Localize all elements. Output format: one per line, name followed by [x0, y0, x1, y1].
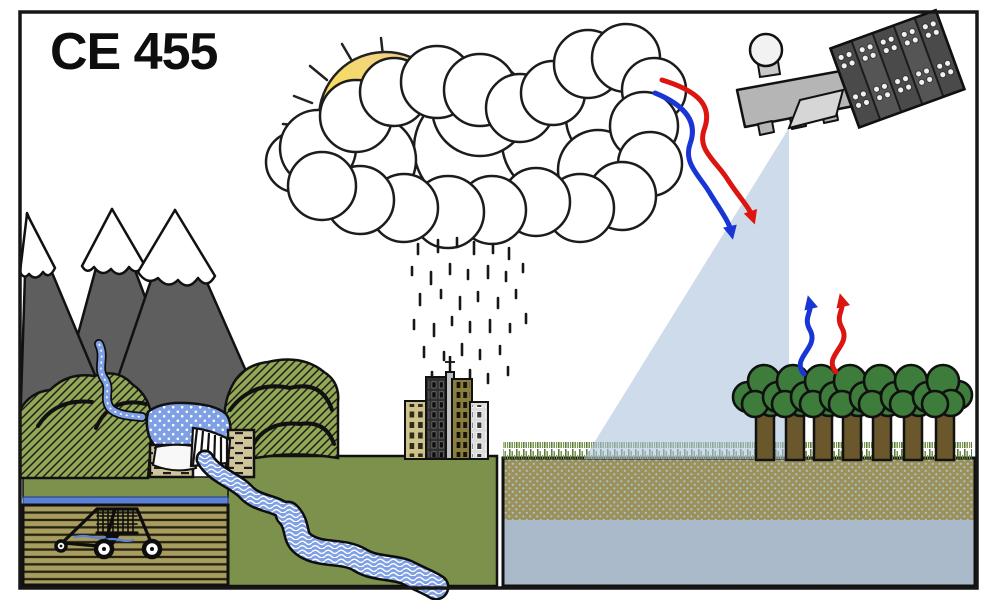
- groundwater-aquifer: [503, 520, 975, 586]
- satellite-foot: [757, 120, 775, 136]
- spillway: [151, 443, 198, 472]
- canal-bank-strip: [22, 476, 229, 499]
- sensor-swath-beam: [584, 128, 789, 459]
- solar-panel: [828, 8, 967, 130]
- forest: [731, 363, 974, 462]
- masonry-abutment: [226, 428, 256, 479]
- foothills: [18, 358, 340, 480]
- tree-trunks: [754, 410, 956, 462]
- soil-vadose-zone: [503, 458, 975, 520]
- cloud-bank: [264, 22, 688, 250]
- water-spray: [73, 534, 135, 543]
- snow-cap: [18, 212, 57, 279]
- blue-wavy-arrow-up: [797, 295, 818, 377]
- snow-caps: [18, 207, 217, 287]
- blue-wavy-arrow-down: [652, 90, 737, 240]
- course-title: CE 455: [50, 23, 218, 81]
- signal-funnel: [787, 88, 845, 130]
- red-wavy-arrow-down: [659, 77, 758, 225]
- wheels: [54, 538, 163, 560]
- panel-cell-dots: [830, 10, 965, 128]
- satellite-dome: [748, 32, 784, 68]
- tree-canopies: [731, 363, 974, 419]
- satellite: [735, 8, 967, 136]
- snow-cap: [80, 207, 146, 276]
- snow-cap: [136, 208, 217, 287]
- mountain-stream: [94, 339, 147, 422]
- irrigation-canal: [22, 496, 229, 505]
- red-wavy-arrow-up: [829, 293, 850, 375]
- city: [404, 356, 489, 460]
- hill-left: [18, 372, 154, 480]
- irrigated-field: [21, 503, 230, 587]
- outflow-river: [195, 449, 450, 600]
- center-pivot-irrigator: [54, 507, 163, 560]
- border-frame: [18, 10, 979, 590]
